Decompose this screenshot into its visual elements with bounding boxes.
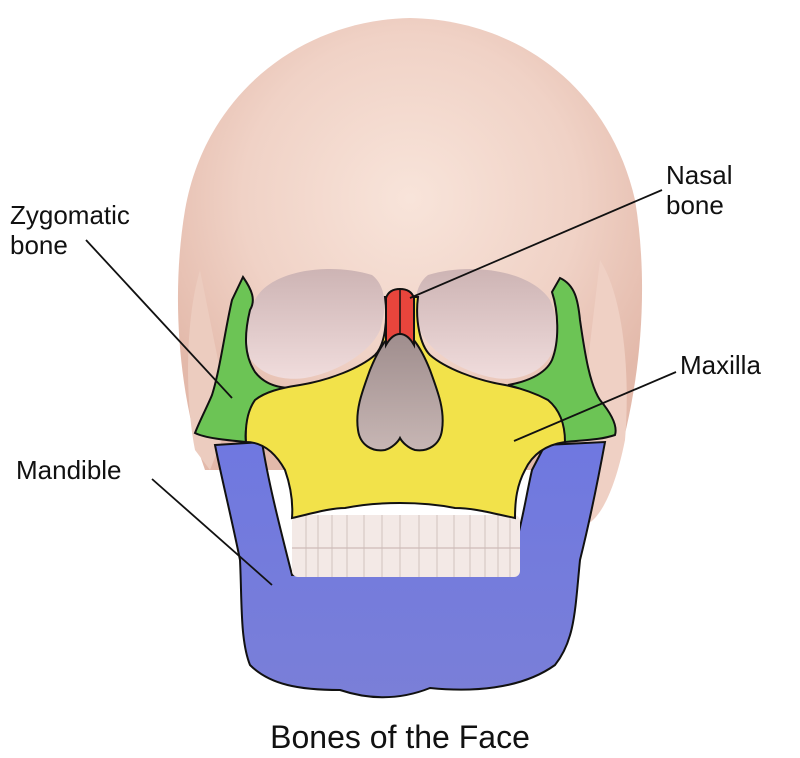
nasal-label-line2: bone — [666, 190, 724, 220]
zygomatic-bone-label: Zygomatic bone — [10, 200, 130, 260]
nasal-bone-label: Nasal bone — [666, 160, 732, 220]
zygomatic-label-line2: bone — [10, 230, 68, 260]
right-orbit — [415, 268, 557, 379]
maxilla-leader-line — [513, 371, 677, 442]
mandible-label-text: Mandible — [16, 455, 122, 485]
diagram-title: Bones of the Face — [270, 719, 530, 755]
nasal-leader-line — [409, 189, 663, 299]
zygomatic-label-line1: Zygomatic — [10, 200, 130, 230]
mandible-leader-line — [151, 478, 273, 586]
left-orbit — [244, 268, 385, 379]
nasal-label-line1: Nasal — [666, 160, 733, 190]
mandible-label: Mandible — [16, 455, 122, 485]
zygomatic-leader-line — [85, 239, 233, 399]
maxilla-label-text: Maxilla — [680, 350, 761, 380]
maxilla-label: Maxilla — [680, 350, 761, 380]
teeth — [292, 515, 520, 577]
nasal-cavity — [356, 328, 444, 452]
